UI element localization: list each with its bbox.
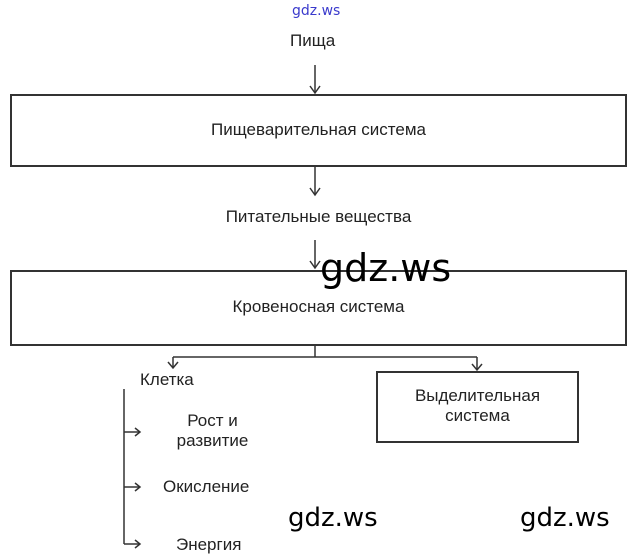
watermark-top: gdz.ws [292, 3, 341, 19]
node-excretory-box [376, 371, 579, 443]
node-growth-line2: развитие [176, 431, 249, 450]
node-nutrients: Питательные вещества [225, 207, 412, 226]
watermark-bottom-left: gdz.ws [288, 503, 378, 533]
watermark-middle: gdz.ws [320, 246, 452, 290]
node-growth-line1: Рост и [187, 411, 238, 430]
arrow-cell-products [123, 389, 142, 549]
node-excretory-line2: система [445, 406, 510, 425]
watermark-bottom-right: gdz.ws [520, 503, 610, 533]
node-digestive: Пищеварительная система [211, 120, 426, 139]
node-energy: Энергия [176, 535, 242, 554]
arrow-digestive-nutrients [309, 167, 321, 197]
arrow-food-digestive [309, 65, 321, 95]
node-digestive-box [10, 94, 627, 167]
node-oxidation: Окисление [163, 477, 250, 496]
node-circulatory: Кровеносная система [232, 297, 405, 316]
node-circulatory-box [10, 270, 627, 346]
node-cell: Клетка [140, 370, 194, 389]
node-excretory-line1: Выделительная [414, 386, 541, 405]
arrow-nutrients-circulatory [309, 240, 321, 270]
arrow-circulatory-branches [167, 345, 483, 372]
node-food: Пища [290, 31, 336, 50]
